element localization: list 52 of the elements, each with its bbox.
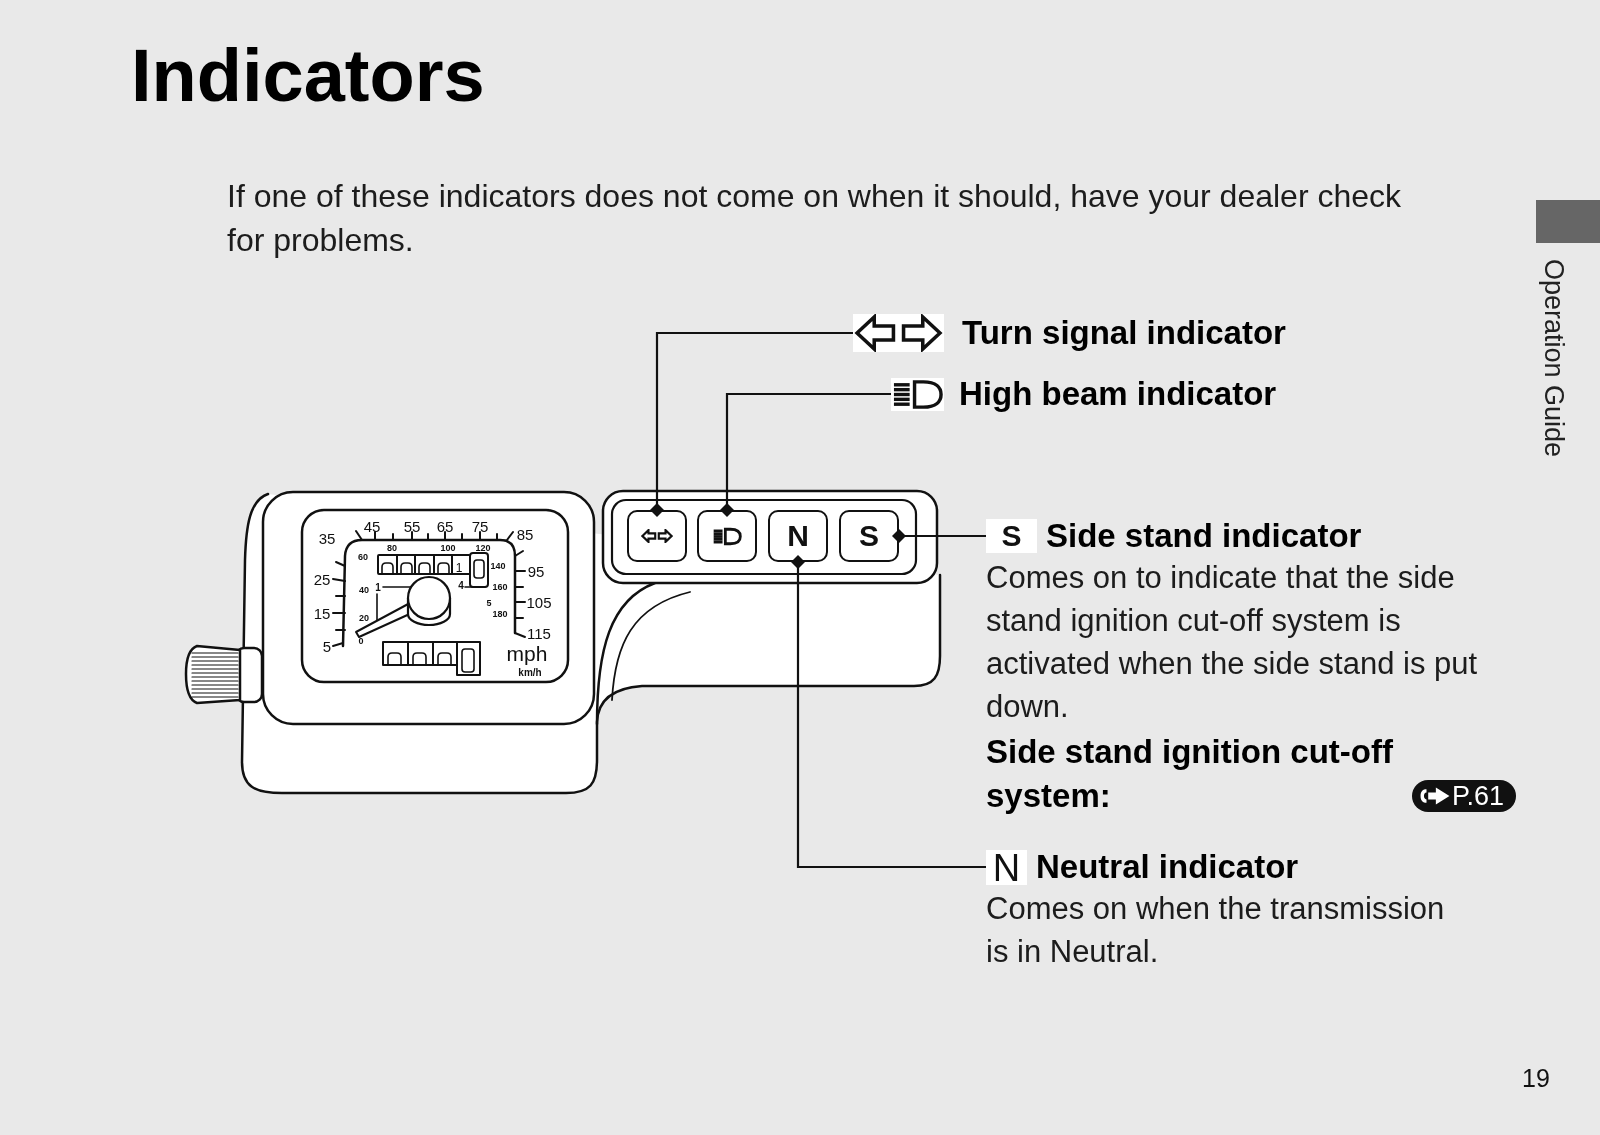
leader-line bbox=[650, 331, 853, 517]
mph-scale-number: 95 bbox=[527, 563, 545, 579]
mph-scale-number: 85 bbox=[516, 526, 534, 542]
mph-scale-number: 5 bbox=[322, 638, 332, 654]
mph-scale-number: 105 bbox=[526, 594, 552, 610]
description-text: Comes on when the transmission is in Neutral. bbox=[986, 890, 1446, 971]
indicator-heading: Neutral indicator bbox=[1036, 847, 1299, 887]
odometer-digit: 1 bbox=[455, 562, 463, 574]
kmh-scale-number: 120 bbox=[475, 543, 491, 553]
mph-scale-number: 55 bbox=[403, 518, 421, 534]
kmh-scale-number: 0 bbox=[358, 636, 364, 646]
leader-line bbox=[720, 392, 891, 517]
lamp-letter: N bbox=[787, 521, 809, 551]
indicator-heading: Turn signal indicator bbox=[962, 313, 1286, 353]
dial-marker-number: 1 bbox=[375, 583, 381, 593]
dial-marker-number: 5 bbox=[486, 598, 492, 608]
indicator-heading: Side stand indicator bbox=[1046, 516, 1362, 556]
mph-scale-number: 45 bbox=[363, 518, 381, 534]
kmh-scale-number: 140 bbox=[490, 561, 506, 571]
section-label: Operation Guide bbox=[1539, 258, 1567, 458]
mph-scale-number: 25 bbox=[313, 571, 331, 587]
kmh-scale-number: 80 bbox=[387, 543, 397, 553]
cross-reference-text: Side stand ignition cut-off system: bbox=[986, 732, 1394, 816]
indicator-symbol: S bbox=[986, 519, 1037, 553]
page-number: 19 bbox=[1522, 1065, 1550, 1091]
kmh-scale-number: 40 bbox=[359, 585, 369, 595]
lamp-letter: S bbox=[859, 521, 879, 551]
leader-line bbox=[892, 529, 986, 543]
description-text: Comes on to indicate that the side stand ignition cut-off system is activated when the side stand is put down. bbox=[986, 559, 1479, 726]
kmh-scale-number: 180 bbox=[492, 609, 508, 619]
indicator-lamp bbox=[627, 510, 687, 562]
unit-label: km/h bbox=[518, 668, 542, 678]
kmh-scale-number: 160 bbox=[492, 582, 508, 592]
dial-marker-number: 4 bbox=[458, 581, 464, 591]
indicator-heading: High beam indicator bbox=[959, 374, 1277, 414]
kmh-scale-number: 60 bbox=[358, 552, 368, 562]
mph-scale-number: 75 bbox=[471, 518, 489, 534]
kmh-scale-number: 100 bbox=[440, 543, 456, 553]
page-title: Indicators bbox=[131, 39, 485, 113]
mph-scale-number: 115 bbox=[527, 625, 551, 641]
leader-line bbox=[791, 555, 986, 869]
intro-text: If one of these indicators does not come on when it should, have your dealer check for problems. bbox=[227, 177, 1403, 260]
indicator-lamp bbox=[839, 510, 899, 562]
mph-scale-number: 35 bbox=[318, 530, 336, 546]
mph-scale-number: 65 bbox=[436, 518, 454, 534]
page-reference-link: P.61 bbox=[1411, 780, 1516, 812]
mph-scale-number: 15 bbox=[313, 605, 331, 621]
indicator-symbol: N bbox=[986, 849, 1027, 885]
unit-label: mph bbox=[506, 642, 548, 664]
indicator-lamp bbox=[697, 510, 757, 562]
kmh-scale-number: 20 bbox=[359, 613, 369, 623]
indicator-lamp bbox=[768, 510, 828, 562]
